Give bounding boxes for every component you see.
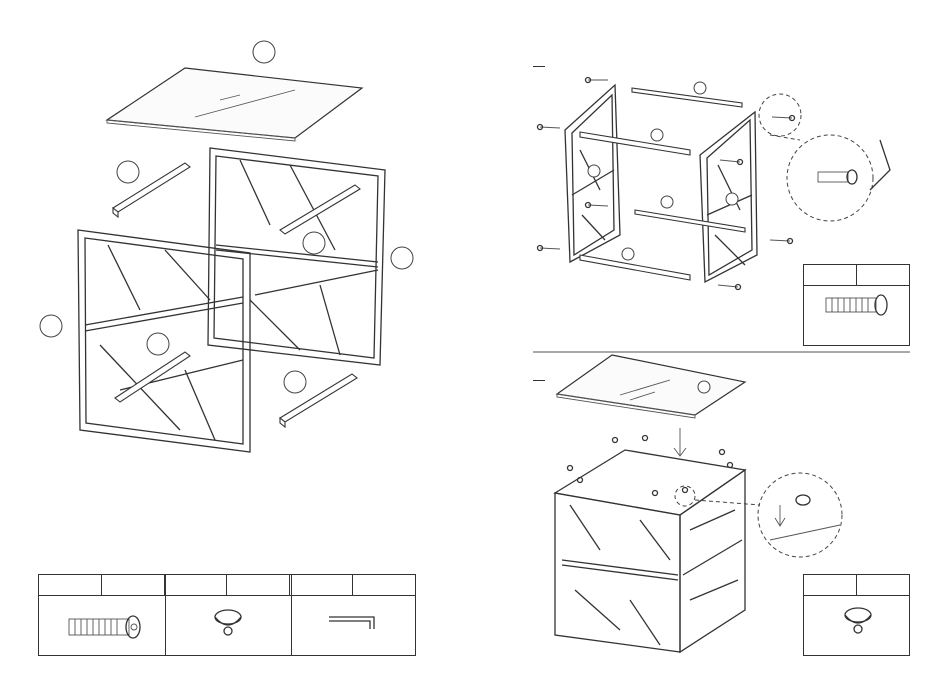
bolt-icon <box>69 616 140 638</box>
part-qty-cell <box>227 575 290 595</box>
part-name-cell <box>804 575 857 595</box>
part-qty-cell <box>353 575 415 595</box>
glass-top-part <box>107 68 362 141</box>
part-qty-cell <box>102 575 165 595</box>
step-2-diagram <box>555 355 842 652</box>
part-name-cell <box>804 265 857 285</box>
back-side-frame <box>208 148 385 365</box>
part-name-cell <box>165 575 228 595</box>
part-qty-cell <box>857 575 909 595</box>
bolt-icon <box>826 295 887 315</box>
parts-table-header <box>39 575 415 596</box>
step-2-parts-table <box>803 574 910 656</box>
allen-key-icon <box>870 140 890 190</box>
glass-pad-icon <box>215 610 241 635</box>
callout-circle <box>253 41 275 63</box>
glass-pad-icon <box>568 436 733 496</box>
part-qty-cell <box>857 265 909 285</box>
step-1-marker <box>533 66 545 67</box>
parts-table <box>38 574 416 656</box>
step-1-diagram <box>538 78 891 290</box>
glass-pad-icon <box>845 608 871 633</box>
allen-key-icon <box>329 617 374 629</box>
step-1-parts-table <box>803 264 910 346</box>
part-name-cell <box>39 575 102 595</box>
bolt-icon <box>818 170 857 184</box>
part-name-cell <box>290 575 353 595</box>
step-2-marker <box>533 380 545 381</box>
